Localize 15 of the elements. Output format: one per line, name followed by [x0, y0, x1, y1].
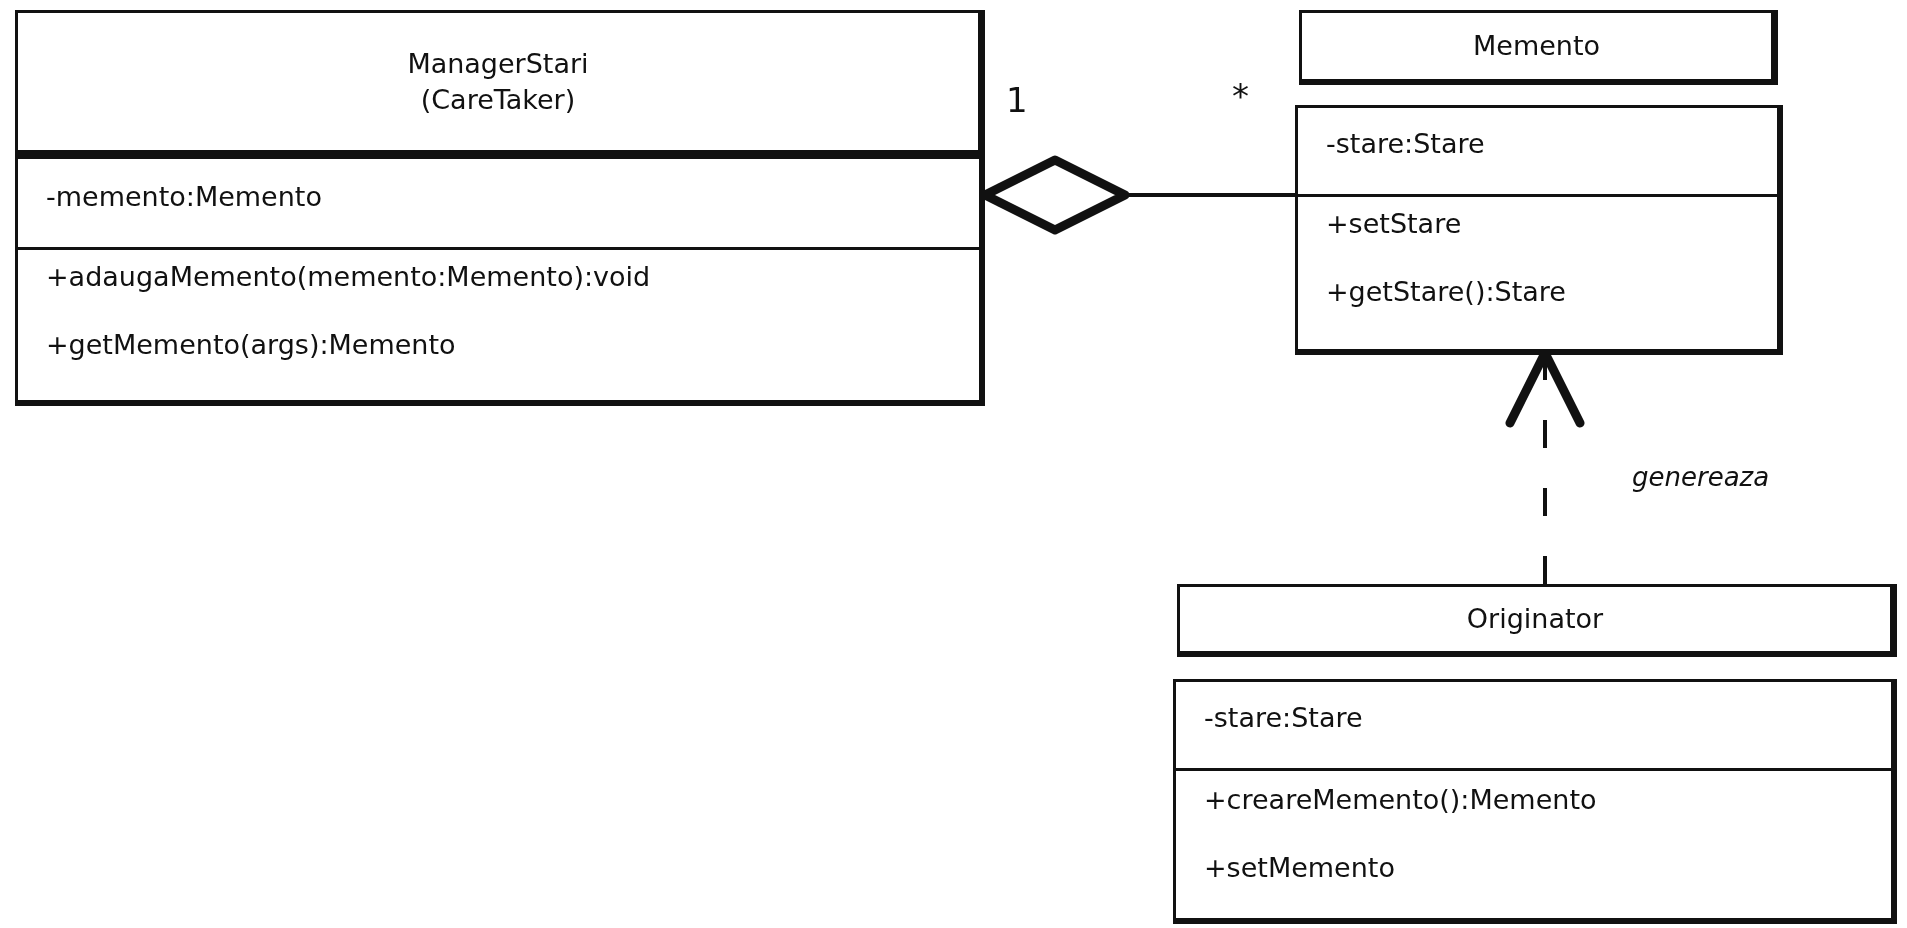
attribute-text: -stare:Stare	[1204, 701, 1363, 735]
class-name: Originator	[1466, 602, 1604, 637]
class-name: Memento	[1472, 29, 1600, 64]
method-text: +setMemento	[1204, 851, 1395, 885]
uml-class	[1173, 584, 1897, 924]
method-text: +setStare	[1326, 207, 1462, 241]
method-text: +getStare():Stare	[1326, 275, 1566, 309]
uml-class	[15, 10, 985, 406]
method-text: +adaugaMemento(memento:Memento):void	[46, 260, 651, 294]
method-text: +getMemento(args):Memento	[46, 328, 456, 362]
method-text: +creareMemento():Memento	[1204, 783, 1597, 817]
class-name: ManagerStari (CareTaker)	[406, 47, 590, 117]
uml-class	[1295, 10, 1783, 355]
attribute-text: -memento:Memento	[46, 180, 322, 214]
attribute-text: -stare:Stare	[1326, 127, 1485, 161]
